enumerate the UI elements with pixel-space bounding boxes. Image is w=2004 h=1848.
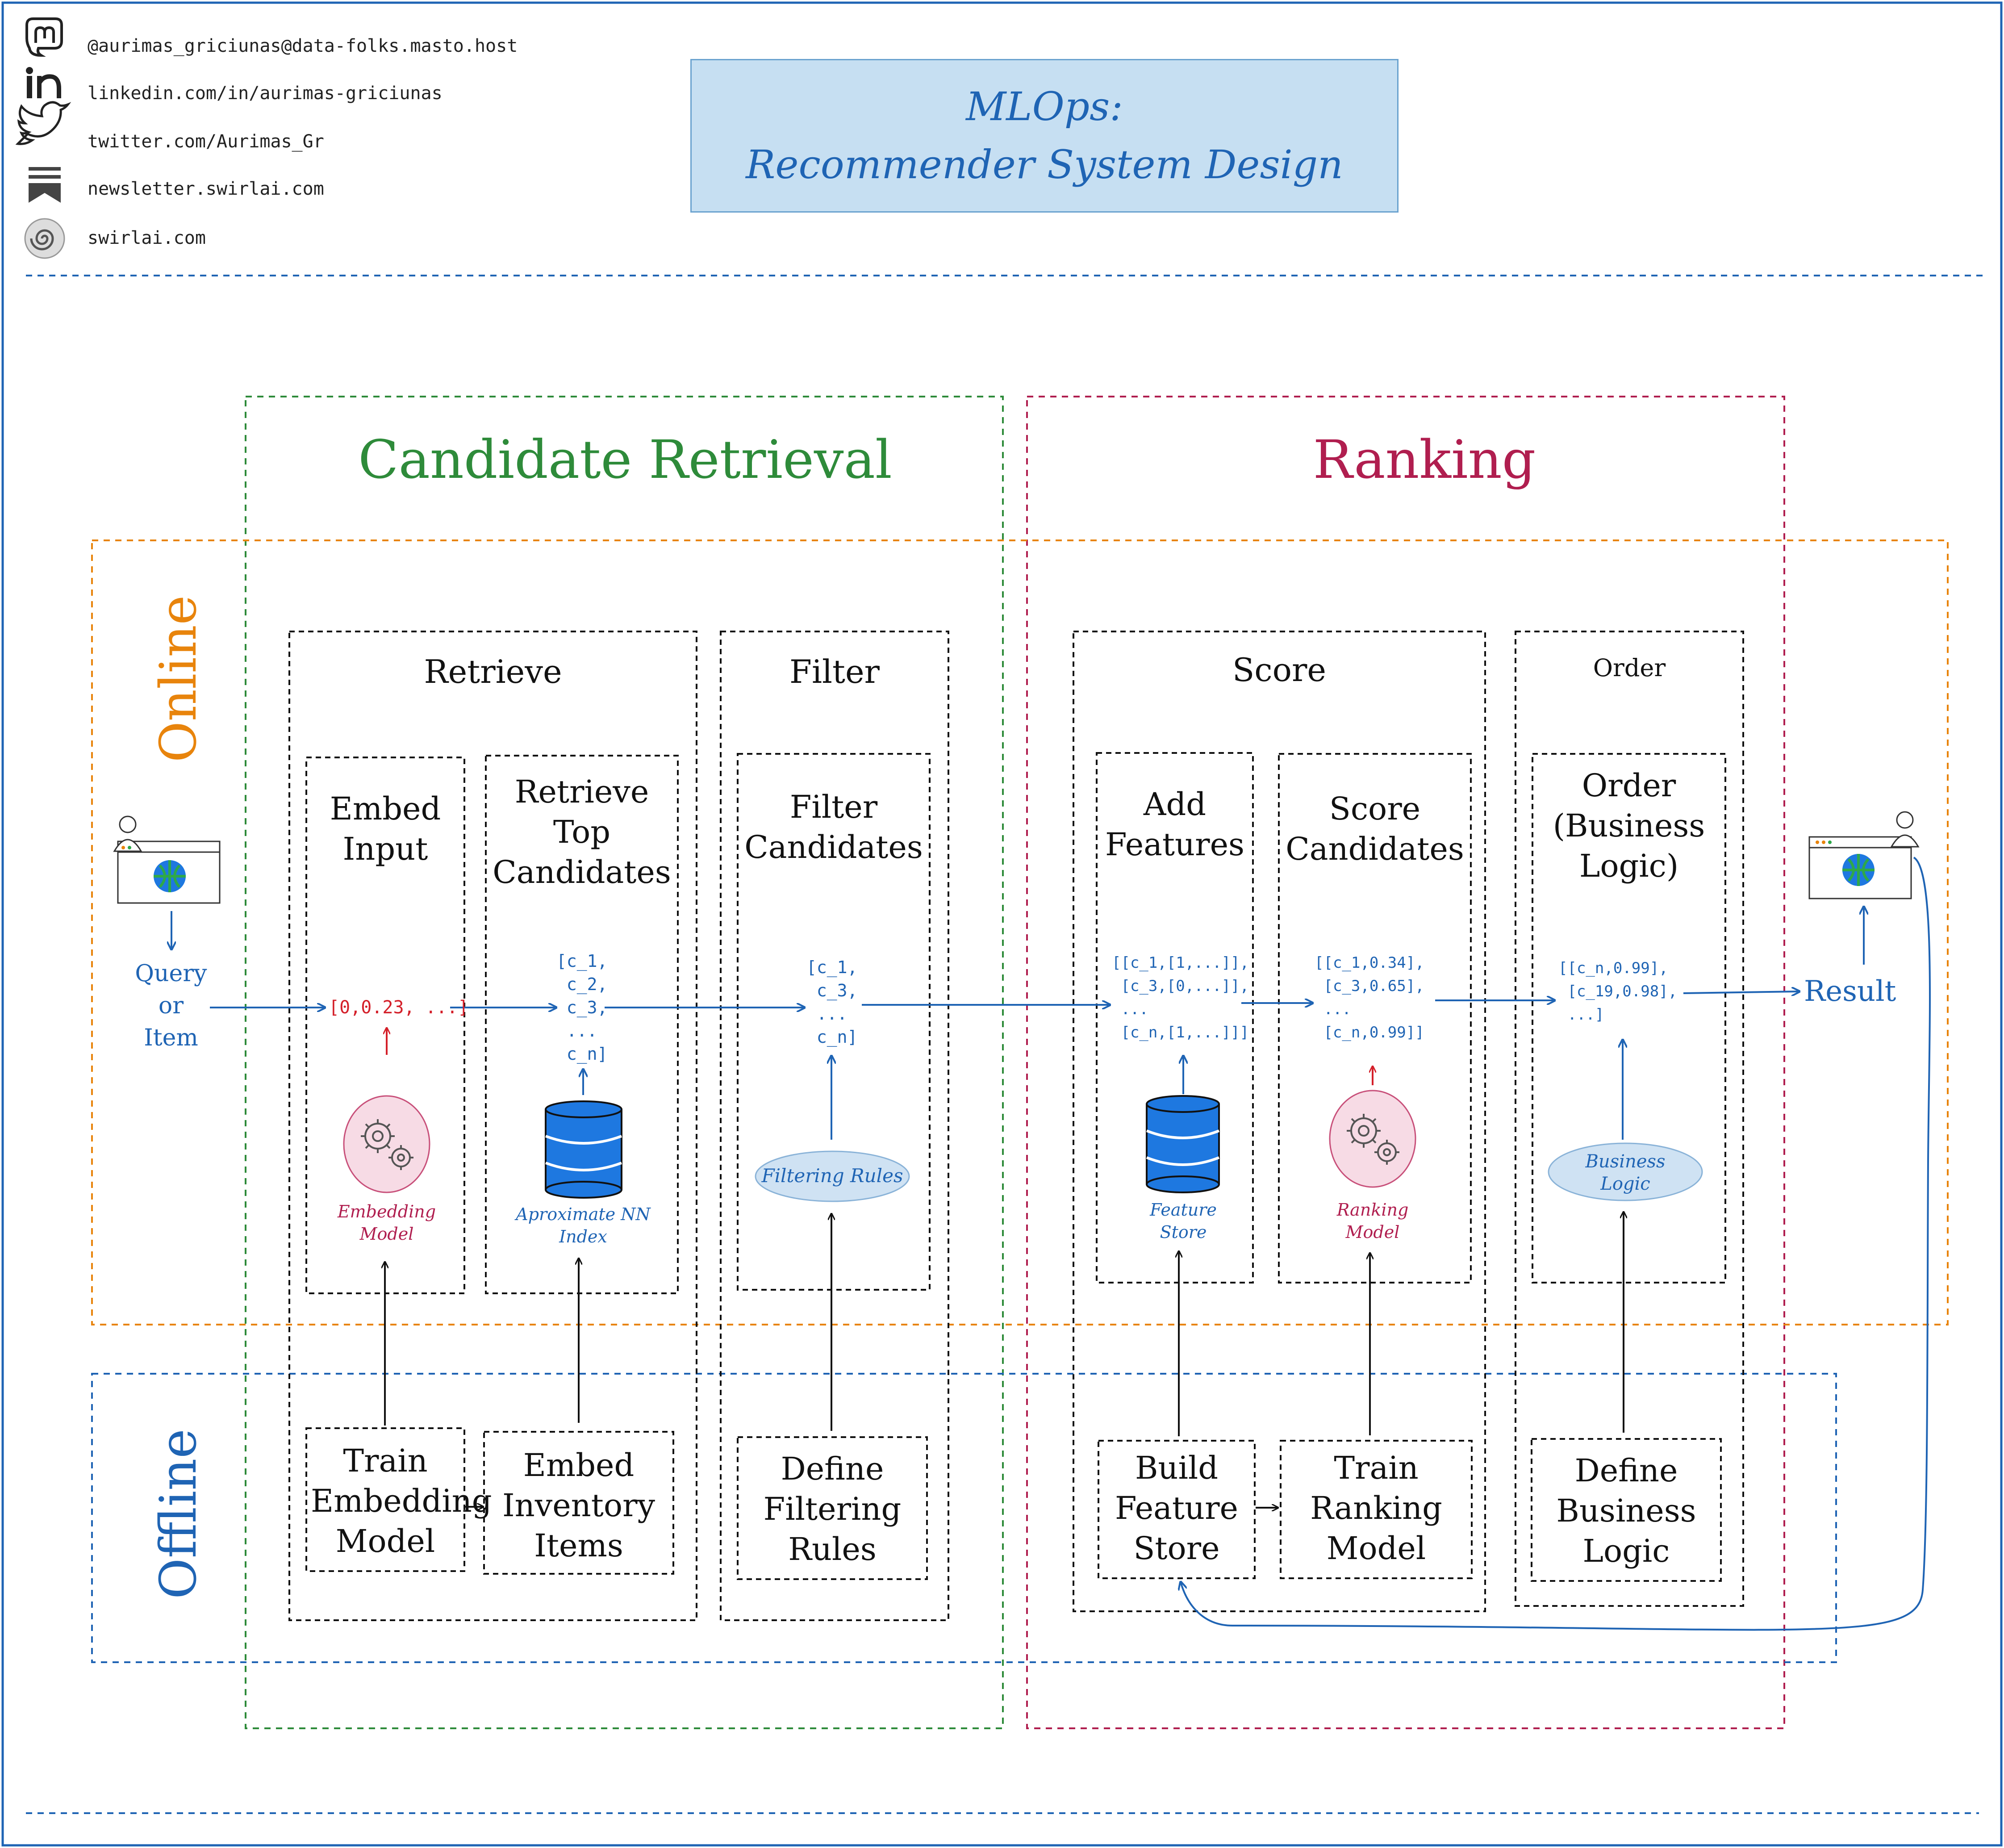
train-ranking-box (1280, 1440, 1473, 1579)
business-logic-ellipse (1548, 1142, 1703, 1201)
mastodon-handle[interactable]: @aurimas_griciunas@data-folks.masto.host (88, 36, 518, 56)
swirlai-logo-icon (24, 218, 65, 259)
filtered-candidates-list: [c_1, c_3, ... c_n] (806, 957, 858, 1047)
result-label: Result (1804, 975, 1896, 1008)
offline-label: Offline (150, 1429, 208, 1599)
filtering-rules-ellipse (755, 1150, 910, 1202)
train-ranking-label: Train Ranking Model (1310, 1450, 1442, 1567)
ranking-model-icon (1329, 1090, 1416, 1188)
feedback-loop-arrow (1181, 857, 1931, 1631)
ranking-region (1026, 396, 1785, 1729)
embed-input-title: Embed Input (330, 790, 441, 867)
score-candidates-title: Score Candidates (1286, 790, 1464, 867)
candidates-with-features: [[c_1,[1,...]], [c_3,[0,...]], ... [c_n,… (1112, 954, 1249, 1041)
embed-inventory-label: Embed Inventory Items (502, 1447, 655, 1564)
order-stage-title: Order (1593, 654, 1666, 682)
candidate-scores: [[c_1,0.34], [c_3,0.65], ... [c_n,0.99]] (1315, 954, 1424, 1041)
define-business-label: Define Business Logic (1556, 1452, 1696, 1569)
retrieve-top-title: Retrieve Top Candidates (493, 773, 671, 891)
business-logic-label: Business Logic (1585, 1151, 1666, 1194)
retrieve-top-box (485, 755, 679, 1294)
order-stage-box (1515, 631, 1744, 1607)
define-business-box (1531, 1438, 1722, 1582)
retrieve-stage-box (288, 631, 697, 1621)
train-embedding-label: Train Embedding Model (311, 1442, 492, 1560)
embedding-model-icon (343, 1095, 430, 1193)
embedding-vector: [0,0.23, ...] (329, 997, 469, 1018)
filter-stage-box (720, 631, 949, 1621)
candidate-retrieval-region (245, 396, 1004, 1729)
feature-store-database-icon (1146, 1095, 1220, 1193)
ranking-title: Ranking (1313, 429, 1536, 490)
query-or-item-label: Query or Item (135, 960, 207, 1051)
define-filtering-box (737, 1436, 928, 1580)
score-stage-title: Score (1232, 651, 1327, 689)
order-business-box (1532, 753, 1726, 1284)
ann-index-database-icon (545, 1100, 622, 1199)
ordered-candidates: [[c_n,0.99], [c_19,0.98], ...] (1558, 959, 1678, 1024)
online-label: Online (150, 595, 208, 763)
ann-index-label: Aproximate NN Index (516, 1204, 651, 1246)
user-browser-icon-right (1808, 811, 1920, 899)
score-candidates-box (1278, 753, 1472, 1284)
website-url[interactable]: swirlai.com (88, 228, 206, 248)
title-box: MLOps: Recommender System Design (690, 59, 1399, 213)
top-candidates-list: [c_1, c_2, c_3, ... c_n] (556, 951, 608, 1064)
filtering-rules-label: Filtering Rules (761, 1165, 903, 1187)
flow-arrow-order-to-result (1683, 991, 1799, 993)
score-stage-box (1073, 631, 1486, 1612)
filter-stage-title: Filter (789, 653, 880, 690)
define-filtering-label: Define Filtering Rules (763, 1451, 902, 1568)
retrieve-stage-title: Retrieve (424, 653, 562, 690)
candidate-retrieval-title: Candidate Retrieval (358, 429, 892, 490)
embed-inventory-box (483, 1431, 674, 1575)
ranking-model-label: Ranking Model (1336, 1200, 1409, 1242)
online-region (91, 539, 1949, 1325)
twitter-icon (15, 101, 71, 145)
title-line-1: MLOps: (966, 84, 1123, 130)
offline-region (91, 1373, 1837, 1663)
filter-candidates-title: Filter Candidates (744, 789, 923, 865)
order-business-title: Order (Business Logic) (1553, 767, 1705, 884)
user-browser-icon-left (113, 815, 221, 904)
add-features-box (1096, 752, 1254, 1284)
feature-store-label: Feature Store (1150, 1200, 1217, 1242)
twitter-url[interactable]: twitter.com/Aurimas_Gr (88, 131, 324, 152)
train-embedding-box (305, 1427, 465, 1572)
newsletter-url[interactable]: newsletter.swirlai.com (88, 179, 324, 199)
newsletter-icon (29, 167, 61, 203)
mastodon-icon (25, 17, 63, 57)
filter-candidates-box (737, 753, 931, 1291)
embedding-model-label: Embedding Model (337, 1202, 436, 1244)
build-feature-store-box (1098, 1440, 1256, 1579)
add-features-title: Add Features (1105, 786, 1244, 863)
build-feature-store-label: Build Feature Store (1115, 1450, 1238, 1567)
title-line-2: Recommender System Design (746, 142, 1343, 188)
linkedin-url[interactable]: linkedin.com/in/aurimas-griciunas (88, 83, 443, 104)
linkedin-icon (26, 67, 61, 98)
